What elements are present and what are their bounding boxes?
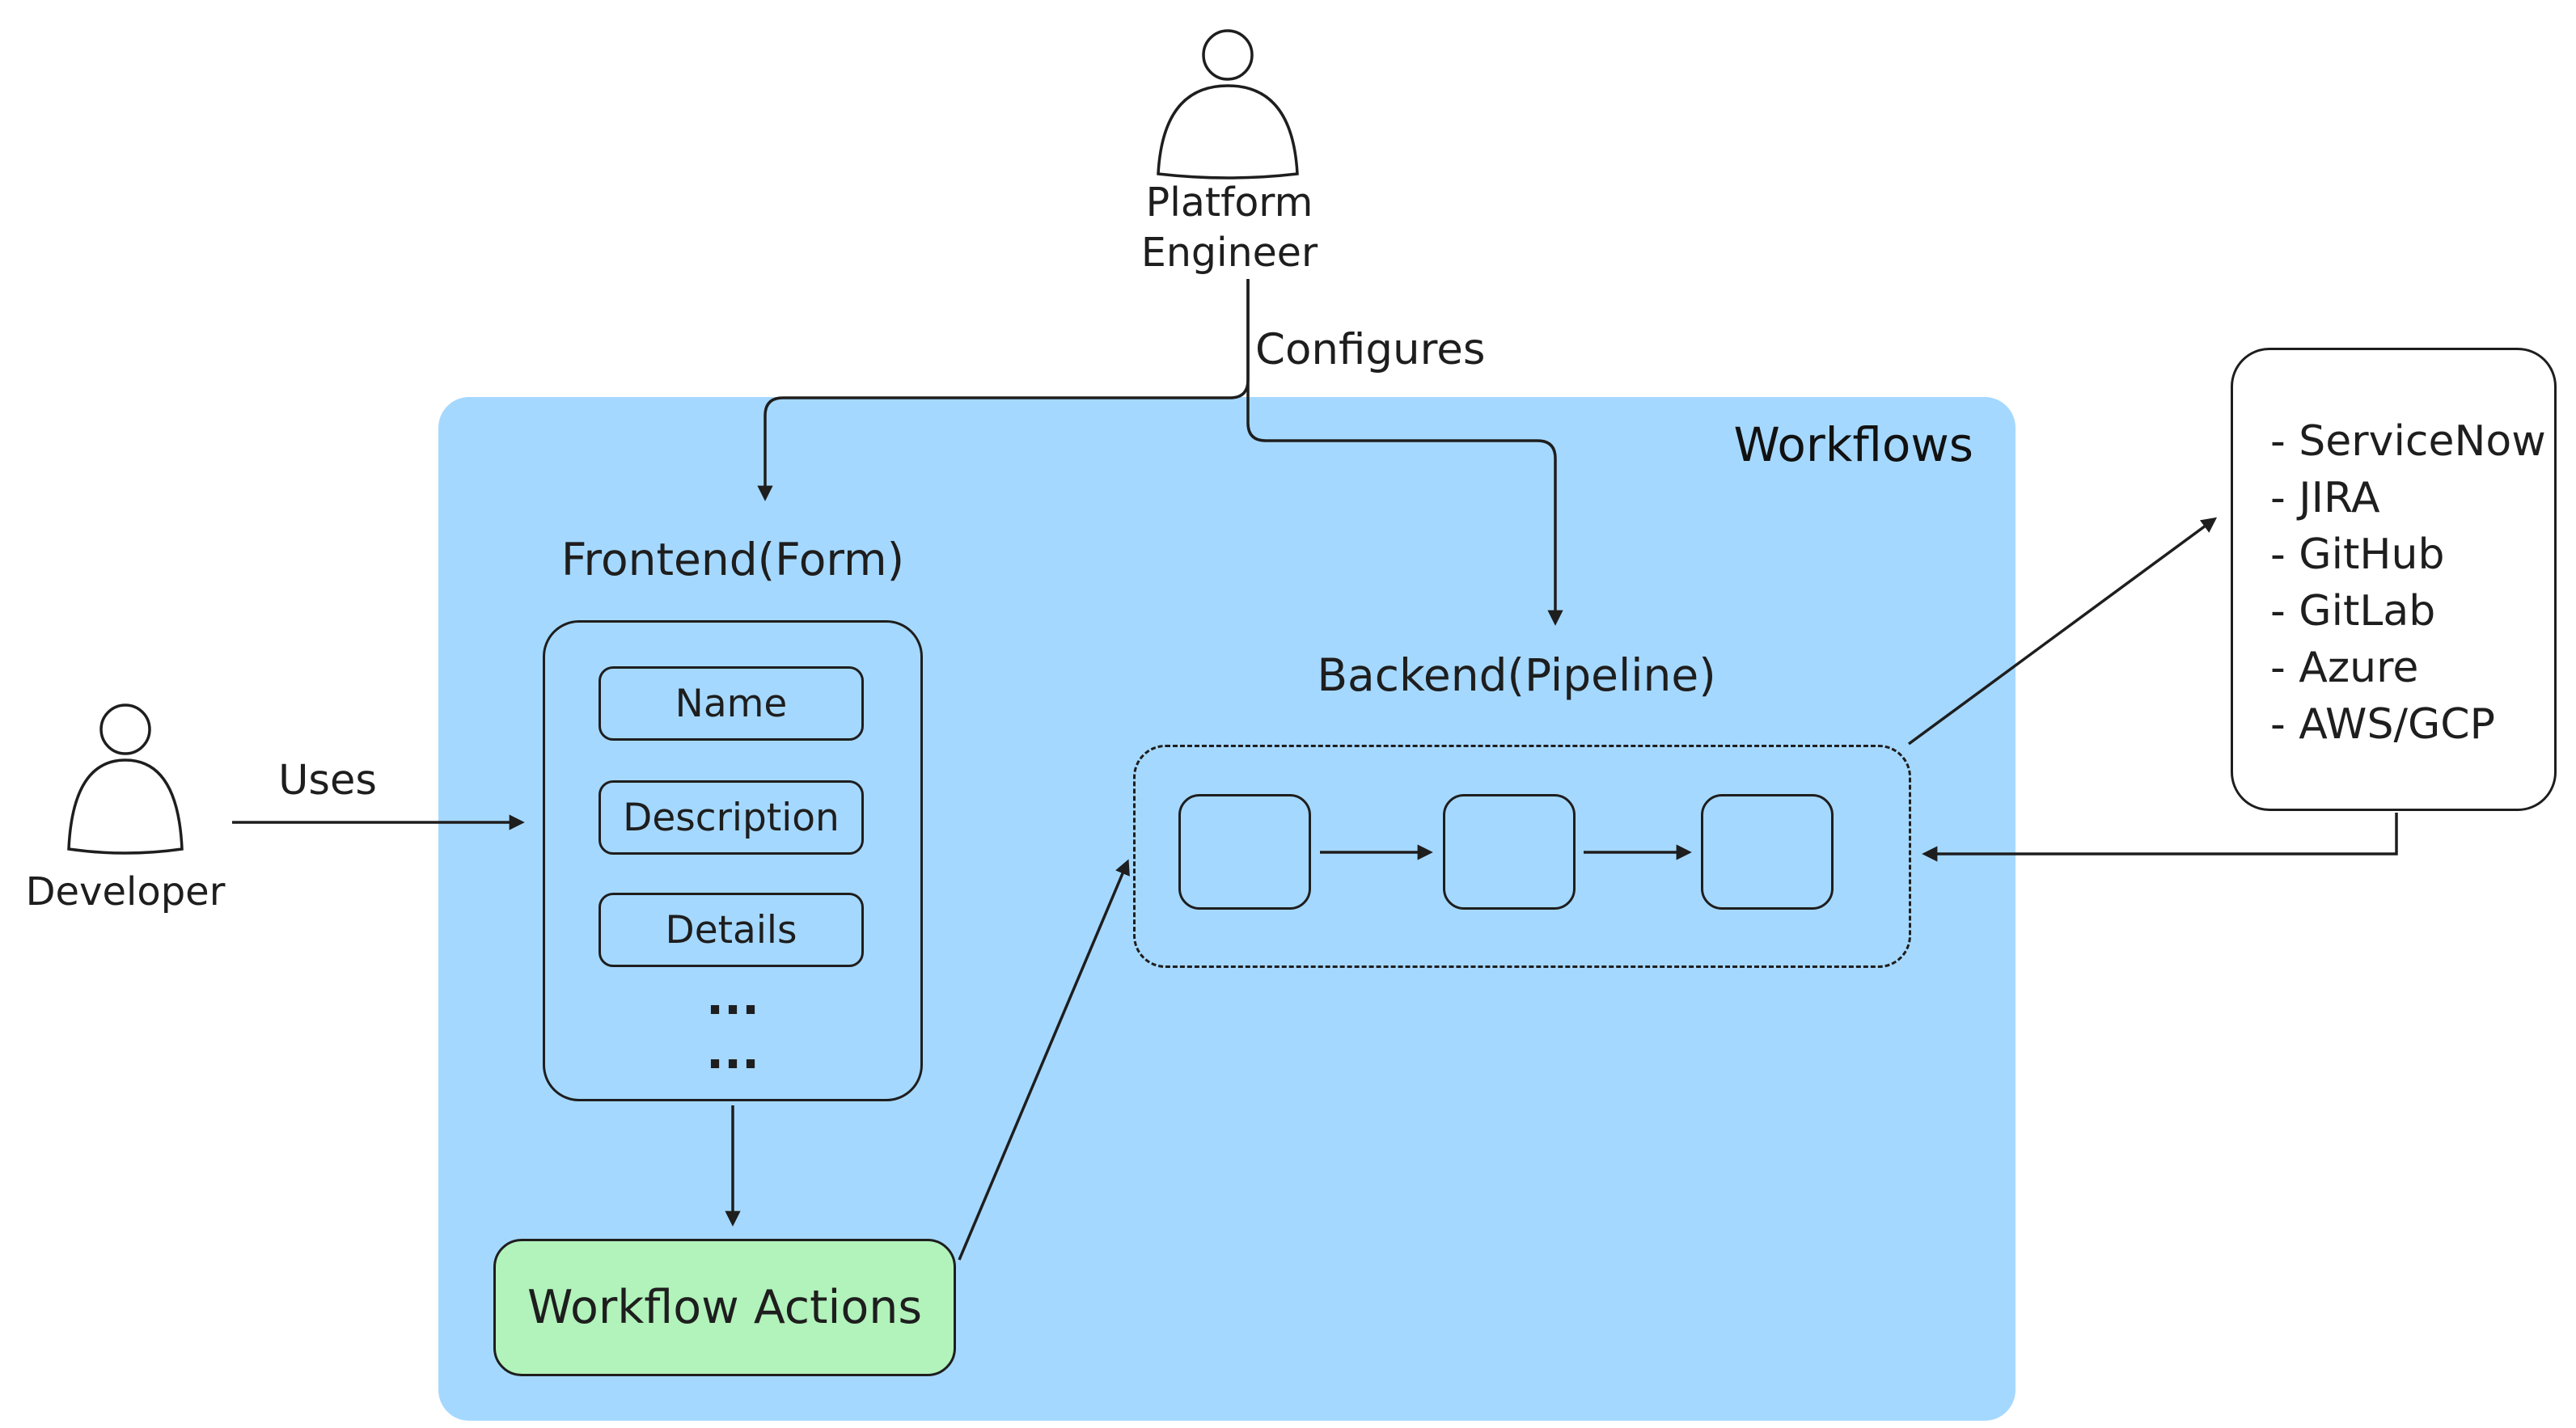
workflows-title: Workflows: [1733, 417, 1973, 472]
uses-edge-label: Uses: [278, 757, 377, 805]
form-field-description: Description: [599, 780, 864, 855]
integration-item-servicenow: - ServiceNow: [2270, 417, 2546, 466]
form-ellipsis: ...: [705, 1025, 760, 1079]
platform-engineer-person-icon: [1157, 29, 1299, 180]
integration-item-github: - GitHub: [2270, 530, 2445, 579]
workflow-actions-node: Workflow Actions: [493, 1239, 956, 1376]
form-field-details: Details: [599, 893, 864, 967]
person-head: [99, 703, 151, 755]
developer-label: Developer: [25, 869, 226, 915]
person-body: [67, 758, 184, 855]
integration-item-aws-gcp: - AWS/GCP: [2270, 700, 2495, 749]
configures-edge-label: Configures: [1255, 325, 1486, 374]
frontend-form-title: Frontend(Form): [560, 534, 905, 585]
person-head: [1202, 29, 1254, 81]
platform-engineer-label-line1: Platform: [1145, 180, 1313, 226]
integrations-list-box: - ServiceNow - JIRA - GitHub - GitLab - …: [2231, 348, 2557, 811]
platform-engineer-label-line2: Engineer: [1140, 230, 1318, 276]
pipeline-step-3: [1701, 794, 1834, 910]
developer-person-icon: [67, 703, 184, 855]
form-field-name: Name: [599, 666, 864, 741]
pipeline-step-1: [1178, 794, 1311, 910]
backend-pipeline-title: Backend(Pipeline): [1317, 649, 1716, 701]
form-ellipsis: ...: [705, 970, 760, 1025]
pipeline-dashed-box: [1133, 745, 1911, 968]
person-body: [1157, 84, 1299, 180]
integration-item-azure: - Azure: [2270, 644, 2419, 692]
integration-item-jira: - JIRA: [2270, 474, 2380, 522]
pipeline-step-2: [1443, 794, 1576, 910]
frontend-form-box: [543, 620, 923, 1101]
integration-item-gitlab: - GitLab: [2270, 587, 2436, 636]
